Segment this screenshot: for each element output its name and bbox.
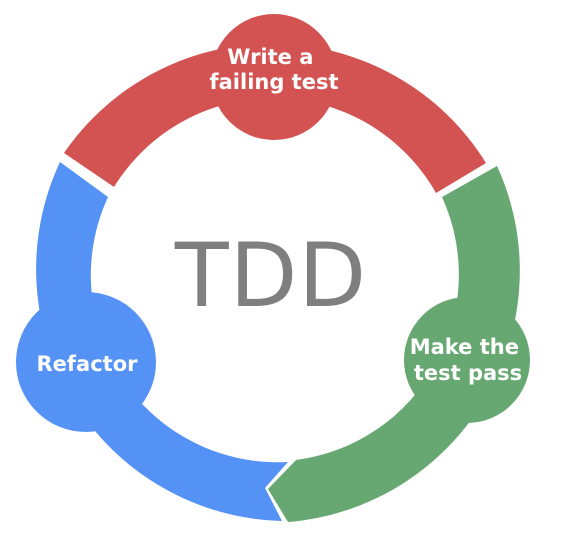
stage-pass-label-line-2: test pass	[414, 361, 522, 385]
stage-pass-label-line-1: Make the	[410, 335, 519, 359]
center-label: TDD	[174, 224, 367, 327]
stage-pass-node	[404, 297, 530, 423]
stage-refactor-label: Refactor	[37, 352, 139, 376]
stage-write-label-line-1: Write a	[227, 45, 313, 69]
stage-make-test-pass: Make the test pass	[268, 166, 530, 522]
stage-refactor-label-line-1: Refactor	[37, 352, 139, 376]
stage-refactor-arc	[36, 162, 288, 521]
stage-refactor-node	[16, 292, 156, 432]
stage-write-label-line-2: failing test	[209, 70, 338, 94]
stage-refactor: Refactor	[16, 162, 288, 521]
stage-write-arc	[64, 43, 486, 194]
stage-write-node	[211, 14, 337, 140]
stage-write-label: Write a failing test	[209, 45, 338, 94]
stage-write-failing-test: Write a failing test	[64, 14, 486, 194]
stage-pass-arc	[268, 166, 520, 522]
stage-pass-label: Make the test pass	[410, 335, 527, 385]
